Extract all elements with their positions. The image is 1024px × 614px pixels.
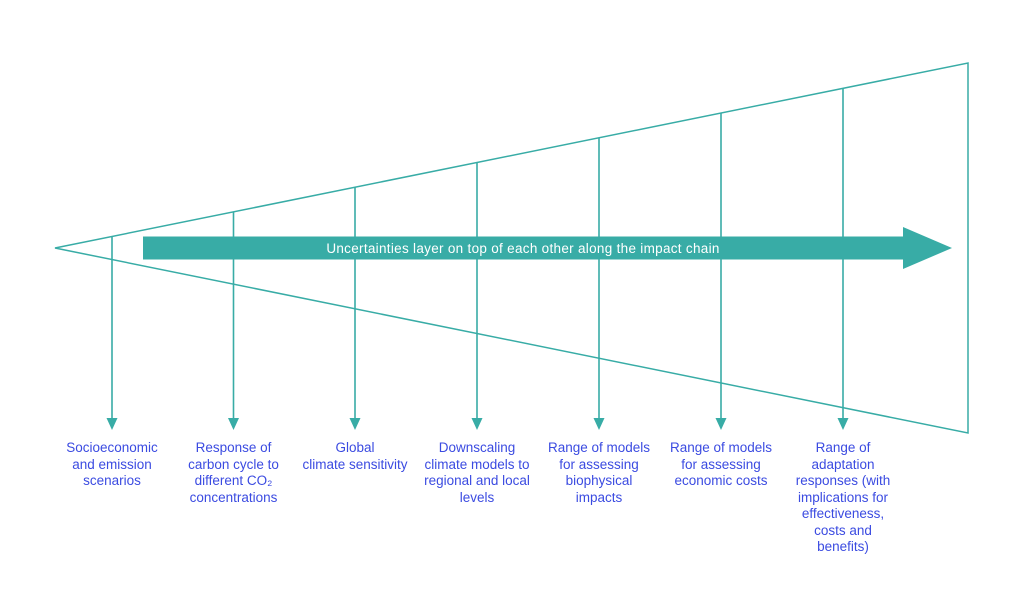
impact-chain-arrowhead-icon <box>903 227 952 269</box>
label-downscaling-climate-models: Downscaling climate models to regional a… <box>424 440 530 505</box>
label-carbon-cycle-response: Response of carbon cycle to different CO… <box>188 440 279 505</box>
label-global-climate-sensitivity: Global climate sensitivity <box>302 440 408 472</box>
down-arrow-1 <box>106 236 118 430</box>
down-arrow-6 <box>715 113 727 430</box>
down-arrow-4 <box>471 162 483 430</box>
uncertainty-funnel-outline <box>54 62 969 434</box>
label-economic-cost-models: Range of models for assessing economic c… <box>669 440 773 488</box>
down-arrow-3 <box>349 187 361 430</box>
down-arrow-5 <box>593 137 605 430</box>
label-adaptation-responses: Range of adaptation responses (with impl… <box>795 440 891 554</box>
impact-chain-arrow <box>143 227 952 269</box>
label-biophysical-impact-models: Range of models for assessing biophysica… <box>547 440 651 505</box>
label-socioeconomic-emission-scenarios: Socioeconomic and emission scenarios <box>66 440 158 488</box>
